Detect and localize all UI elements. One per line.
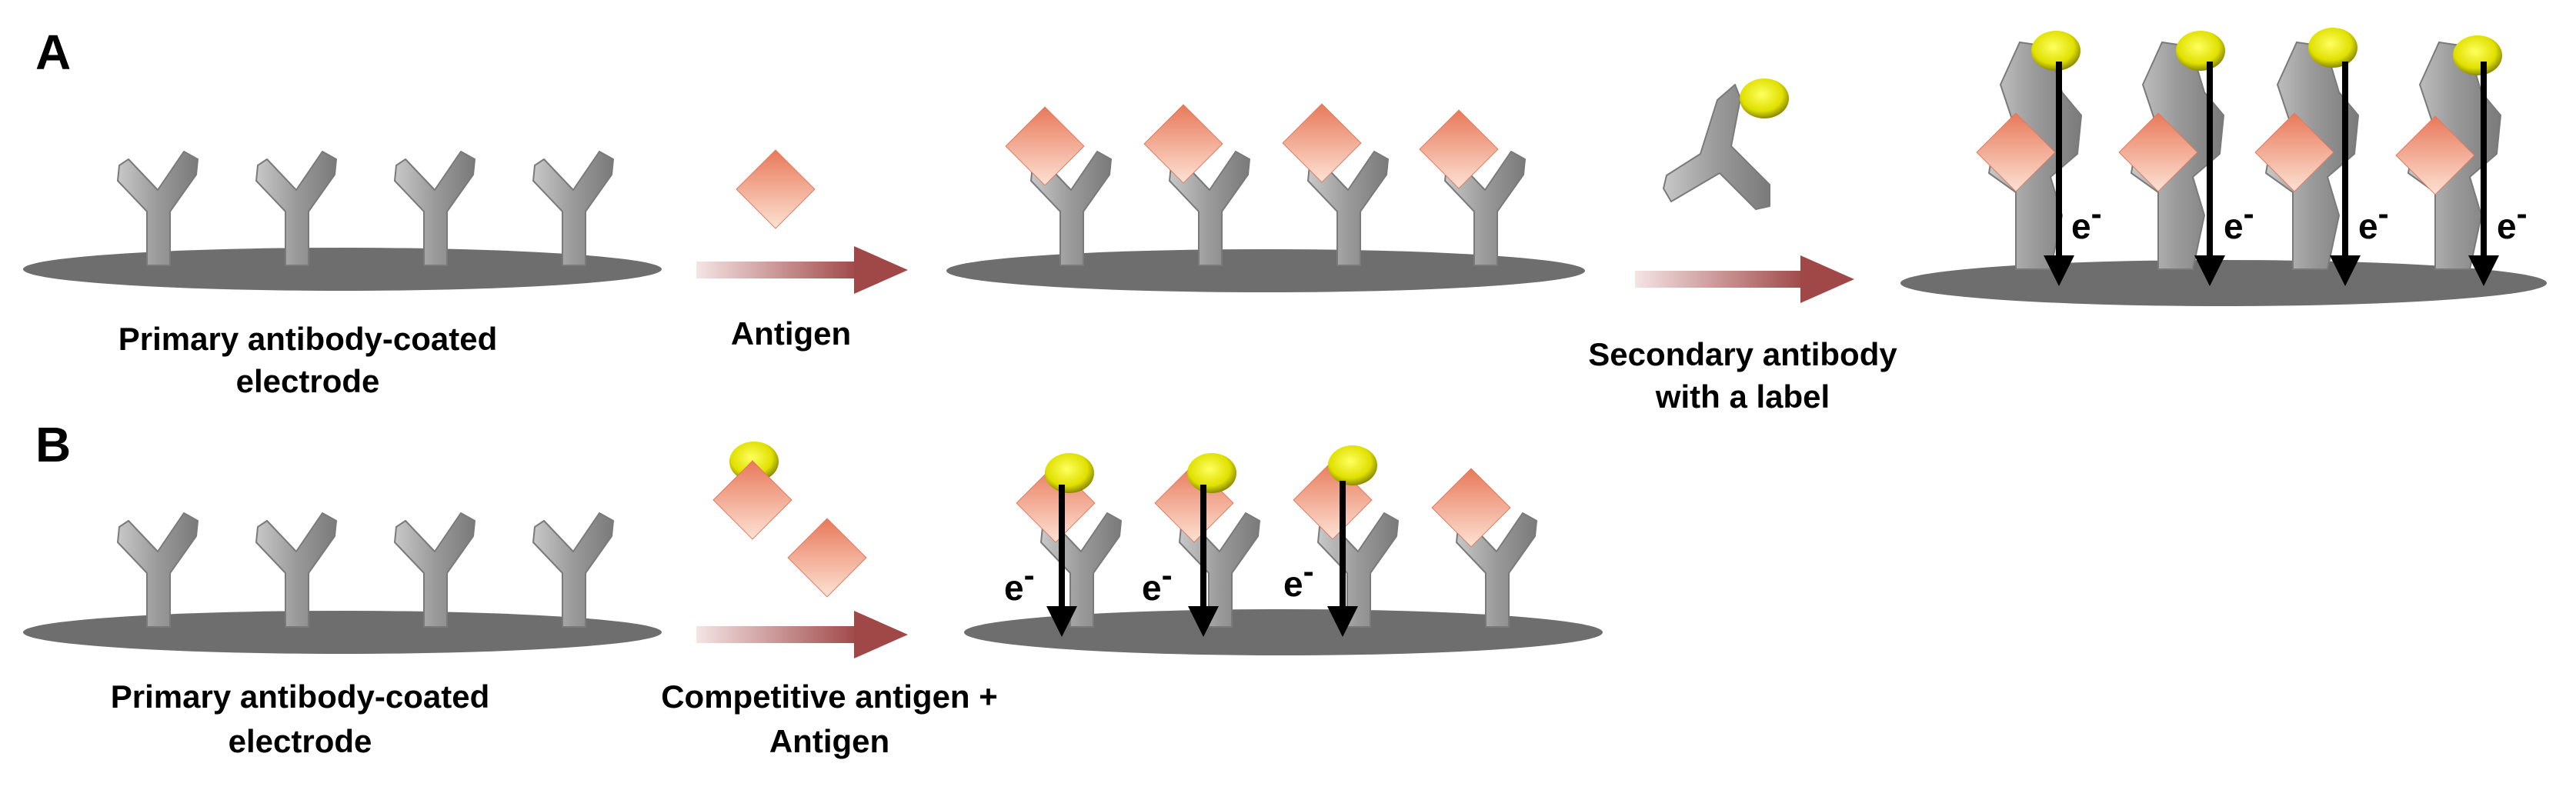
label-marker: [2453, 35, 2502, 75]
bound-antigen: [1431, 468, 1511, 548]
electrode-surface: [964, 609, 1603, 655]
electron-label: e-: [2497, 195, 2528, 246]
electron-label: e-: [1283, 553, 1314, 604]
sandwich-complex: e-: [2254, 28, 2389, 286]
label-marker: [1187, 453, 1236, 493]
electrode-surface: [946, 249, 1585, 292]
process-arrow-b1: [696, 611, 908, 658]
bound-antigen: [1282, 103, 1362, 183]
caption-a3-line2: with a label: [1655, 378, 1830, 415]
secondary-antibody-free: [1663, 78, 1789, 210]
primary-antibody: [117, 151, 199, 266]
electrode-b1: [23, 512, 662, 654]
process-arrow-a2: [1635, 255, 1854, 303]
caption-a3-line1: Secondary antibody: [1588, 336, 1897, 372]
primary-antibody: [394, 512, 475, 628]
sandwich-complex: e-: [2395, 35, 2528, 286]
primary-antibody: [532, 512, 614, 628]
electron-label: e-: [1142, 557, 1173, 608]
electrode-surface: [23, 611, 662, 654]
competitive-complex: e-: [1004, 453, 1122, 637]
primary-antibody: [117, 512, 199, 628]
electrode-surface: [23, 248, 662, 291]
bound-antigen: [1419, 109, 1499, 189]
label-marker: [1740, 78, 1789, 118]
primary-antibody: [255, 512, 337, 628]
competitive-antigen: [712, 460, 792, 540]
free-antigen: [736, 149, 816, 229]
label-marker: [2308, 28, 2357, 68]
panel-letter-a: A: [35, 25, 71, 80]
caption-a1-line2: electrode: [236, 363, 380, 399]
sandwich-complex: e-: [1976, 31, 2102, 286]
free-antigen: [787, 518, 867, 598]
caption-b1-line1: Primary antibody-coated: [111, 678, 489, 715]
electrode-a1: [23, 151, 662, 291]
process-arrow-a1: [696, 246, 908, 294]
sandwich-complex: e-: [2118, 31, 2254, 286]
caption-a1-line1: Primary antibody-coated: [118, 321, 497, 357]
label-marker: [2176, 31, 2225, 71]
bound-antigen: [1005, 106, 1085, 186]
bound-antigen: [1143, 104, 1223, 184]
label-marker: [1328, 445, 1377, 485]
electrode-a2: [946, 103, 1585, 292]
electron-label: e-: [1004, 557, 1035, 608]
primary-antibody: [532, 151, 614, 266]
panel-a: A Primary antibody-coated electrode Anti…: [23, 25, 2547, 415]
caption-b1-line2: electrode: [229, 723, 372, 759]
panel-b: B Primary antibody-coated electrode Comp…: [23, 417, 1603, 759]
caption-b2-line1: Competitive antigen +: [661, 678, 998, 715]
electron-label: e-: [2358, 195, 2389, 246]
electrode-b2: e- e- e-: [964, 445, 1603, 655]
caption-b2-line2: Antigen: [769, 723, 889, 759]
competitive-complex: e-: [1283, 445, 1399, 637]
antigen-complex: [1431, 468, 1537, 628]
label-marker: [1045, 453, 1094, 493]
electron-label: e-: [2224, 195, 2254, 246]
panel-letter-b: B: [35, 417, 71, 472]
caption-a2: Antigen: [731, 315, 851, 352]
electron-label: e-: [2071, 195, 2102, 246]
competitive-complex: e-: [1142, 453, 1260, 637]
electrode-a3: e- e- e- e-: [1900, 28, 2547, 306]
